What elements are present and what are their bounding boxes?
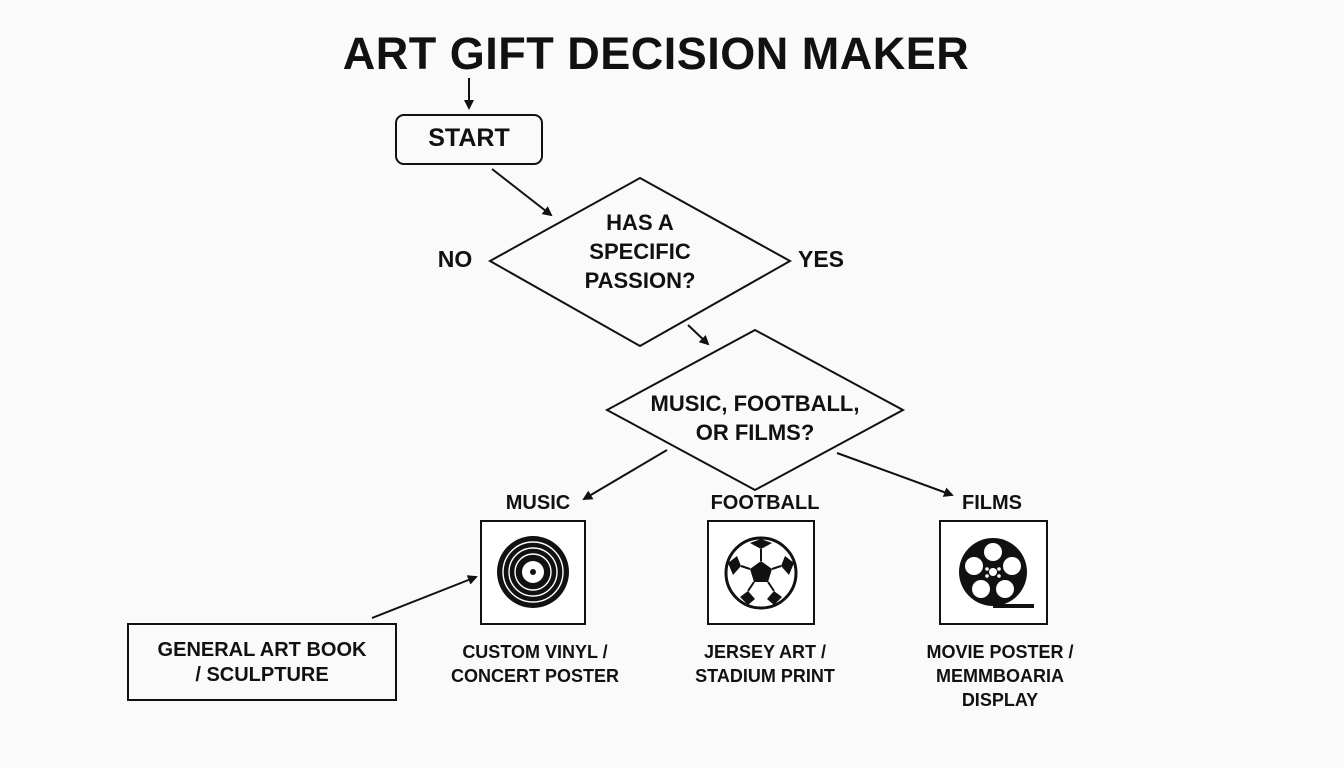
football-gift-line: STADIUM PRINT — [695, 666, 835, 686]
start-label: START — [428, 124, 510, 152]
passion-question-line: HAS A — [606, 210, 674, 235]
general-art-box — [127, 623, 397, 701]
arrow-to-music — [582, 449, 668, 501]
film-reel-icon — [959, 538, 1034, 608]
category-music-label: MUSIC — [505, 492, 571, 514]
no-label: NO — [437, 246, 473, 272]
arrow-to-films — [836, 452, 954, 497]
passion-question-line: SPECIFIC — [589, 239, 691, 264]
films-gift-line: MEMMBOARIA — [936, 666, 1064, 686]
vinyl-record-icon — [497, 536, 569, 608]
football-gift-line: JERSEY ART / — [703, 642, 827, 662]
music-gift-line: CONCERT POSTER — [450, 666, 619, 686]
soccer-ball-icon — [724, 536, 798, 610]
music-gift-line: CUSTOM VINYL / — [462, 642, 608, 662]
arrow-start-to-passion — [491, 168, 553, 217]
page-title: ART GIFT DECISION MAKER — [342, 28, 970, 79]
category-football-label: FOOTBALL — [710, 492, 820, 514]
films-gift-line: MOVIE POSTER / — [926, 642, 1074, 662]
category-films-label: FILMS — [962, 492, 1022, 514]
arrow-general-to-music — [371, 575, 478, 619]
general-art-label: GENERAL ART BOOK / SCULPTURE — [128, 638, 396, 688]
passion-question: HAS A SPECIFIC PASSION? — [560, 208, 720, 295]
general-art-line: GENERAL ART BOOK — [157, 639, 367, 661]
films-gift-line: DISPLAY — [961, 690, 1039, 710]
music-gift-label: CUSTOM VINYL / CONCERT POSTER — [430, 640, 640, 688]
category-question-line: OR FILMS? — [695, 420, 815, 445]
football-gift-label: JERSEY ART / STADIUM PRINT — [670, 640, 860, 688]
general-art-line: / SCULPTURE — [195, 664, 329, 686]
category-question-line: MUSIC, FOOTBALL, — [650, 391, 860, 416]
yes-label: YES — [797, 246, 845, 272]
category-question: MUSIC, FOOTBALL, OR FILMS? — [630, 389, 880, 447]
start-box — [395, 114, 543, 165]
films-gift-label: MOVIE POSTER / MEMMBOARIA DISPLAY — [900, 640, 1100, 712]
passion-question-line: PASSION? — [584, 268, 696, 293]
category-decision-diamond — [604, 328, 906, 492]
arrow-passion-to-category — [687, 324, 710, 346]
passion-decision-diamond — [487, 176, 793, 348]
